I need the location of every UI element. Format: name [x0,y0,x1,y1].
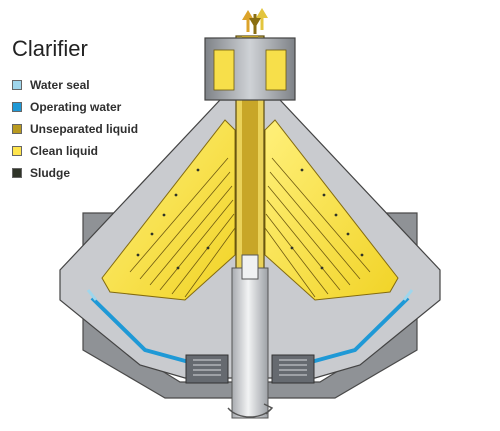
water-seal-right [402,289,414,301]
operating-water-right [299,296,410,367]
swatch-sludge [12,168,22,178]
legend-label: Sludge [30,166,71,180]
diagram-title: Clarifier [12,36,88,61]
legend-item-water-seal: Water seal [12,74,138,96]
shaft-top-cap [241,254,259,280]
spring-housing-left [185,354,229,384]
sludge-particles [136,168,364,270]
springs [193,359,307,376]
flow-arrows [242,8,268,34]
legend-item-sludge: Sludge [12,162,138,184]
disc-lines-right [264,157,371,298]
top-clean-channel-left [213,49,235,91]
swatch-unseparated-liquid [12,124,22,134]
legend-item-unseparated-liquid: Unseparated liquid [12,118,138,140]
drive-shaft [231,267,269,419]
swatch-clean-liquid [12,146,22,156]
swatch-water-seal [12,80,22,90]
top-clean-channel-right [265,49,287,91]
legend: Water seal Operating water Unseparated l… [12,74,138,184]
disc-lines-left [129,157,236,298]
water-seal-left [86,289,98,301]
spring-housing-right [271,354,315,384]
legend-item-operating-water: Operating water [12,96,138,118]
operating-water-left [90,296,201,367]
rotation-arrowhead [263,403,274,415]
swatch-operating-water [12,102,22,112]
legend-label: Unseparated liquid [30,122,139,136]
legend-label: Water seal [30,78,90,92]
legend-label: Clean liquid [30,144,99,158]
legend-label: Operating water [30,100,122,114]
legend-item-clean-liquid: Clean liquid [12,140,138,162]
